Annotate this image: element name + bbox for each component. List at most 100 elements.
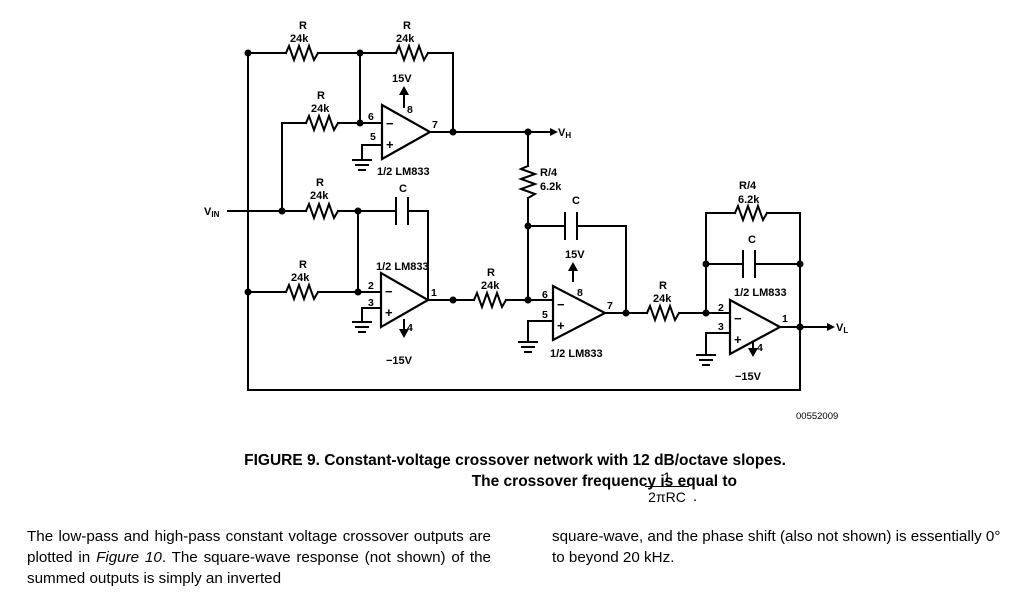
label-r4: R/4 xyxy=(540,167,558,179)
opamp-2-label: 1/2 LM833 xyxy=(376,261,429,273)
opamp-3-label: 1/2 LM833 xyxy=(550,348,603,360)
label-24k: 24k xyxy=(653,293,672,305)
opamp-3-noninv-sign: + xyxy=(557,318,565,333)
label-24k: 24k xyxy=(291,272,310,284)
junction-dot xyxy=(356,49,364,57)
capacitor-3 xyxy=(742,250,756,278)
drawing-code: 00552009 xyxy=(796,411,838,422)
junction-dot xyxy=(702,260,710,268)
label-24k: 24k xyxy=(290,33,309,45)
body-text-right: square-wave, and the phase shift (also n… xyxy=(552,528,1001,566)
opamp-3 xyxy=(551,284,608,342)
label-r: R xyxy=(487,267,495,279)
pin-2: 2 xyxy=(368,280,374,292)
figure-10-reference[interactable]: Figure 10 xyxy=(96,549,162,566)
junction-dot xyxy=(796,260,804,268)
resistor-4 xyxy=(304,201,340,221)
resistor-5 xyxy=(284,282,320,302)
junction-dot xyxy=(796,323,804,331)
label-r: R xyxy=(299,259,307,271)
junction-dot xyxy=(524,296,532,304)
label-r: R xyxy=(403,20,411,32)
junction-dot xyxy=(622,309,630,317)
ground-icon xyxy=(696,354,716,366)
label-r4: R/4 xyxy=(739,180,757,192)
opamp-4-label: 1/2 LM833 xyxy=(734,287,787,299)
junction-dot xyxy=(702,309,710,317)
label-6-2k: 6.2k xyxy=(540,181,562,193)
label-24k: 24k xyxy=(481,280,500,292)
pin-3: 3 xyxy=(368,297,374,309)
opamp-1-label: 1/2 LM833 xyxy=(377,166,430,178)
label-r: R xyxy=(317,90,325,102)
caption-line-2-text: The crossover frequency is equal to xyxy=(471,473,737,490)
resistor-7 xyxy=(645,303,681,323)
junction-dot xyxy=(244,49,252,57)
label-c: C xyxy=(572,195,580,207)
label-6-2k: 6.2k xyxy=(738,194,760,206)
ground-icon xyxy=(352,159,372,171)
pin-4: 4 xyxy=(407,322,413,334)
output-vh-label: VH xyxy=(558,127,571,140)
pin-6: 6 xyxy=(368,111,374,123)
resistor-2 xyxy=(394,43,430,63)
opamp-4-noninv-sign: + xyxy=(734,332,742,347)
pin-7: 7 xyxy=(432,119,438,131)
opamp-3-inv-sign: − xyxy=(557,297,565,312)
pin-6: 6 xyxy=(542,289,548,301)
body-left-part1: The low-pass and high-pass constant volt… xyxy=(27,528,491,566)
junction-dot xyxy=(354,207,362,215)
opamp-2 xyxy=(379,271,431,329)
opamp-1-inv-sign: − xyxy=(386,116,394,131)
formula-numerator: 1 xyxy=(645,468,689,487)
junction-dot xyxy=(354,288,362,296)
pin-4: 4 xyxy=(757,342,763,354)
opamp-2-inv-sign: − xyxy=(385,284,393,299)
pin-7: 7 xyxy=(607,300,613,312)
resistor-r4-feedback xyxy=(733,203,769,223)
supply-pos-label: 15V xyxy=(392,73,412,85)
body-text-left: The low-pass and high-pass constant volt… xyxy=(27,526,491,589)
resistor-3 xyxy=(304,113,340,133)
opamp-4-inv-sign: − xyxy=(734,311,742,326)
crossover-schematic: − + − + − + − + R 24k R 24k R 24k R 24k … xyxy=(204,20,848,422)
ground-icon xyxy=(352,321,372,333)
formula-denominator: 2πRC xyxy=(648,489,686,505)
output-vl-label: VL xyxy=(836,322,848,335)
pin-2: 2 xyxy=(718,302,724,314)
label-24k: 24k xyxy=(310,190,329,202)
arrow-right-icon xyxy=(827,323,835,331)
caption-period: . xyxy=(693,488,698,505)
junction-dot xyxy=(278,207,286,215)
figure-caption-line-1: FIGURE 9. Constant-voltage crossover net… xyxy=(244,452,786,469)
supply-pos-label: 15V xyxy=(565,249,585,261)
capacitor-2 xyxy=(564,212,578,240)
label-c: C xyxy=(748,234,756,246)
capacitor-1 xyxy=(395,197,409,225)
arrow-down-icon xyxy=(399,329,409,338)
arrow-down-icon xyxy=(748,348,758,357)
pin-5: 5 xyxy=(542,309,548,321)
pin-1: 1 xyxy=(431,287,437,299)
resistor-6 xyxy=(472,290,508,310)
label-24k: 24k xyxy=(311,103,330,115)
junction-dot xyxy=(449,128,457,136)
pin-5: 5 xyxy=(370,131,376,143)
junction-dot xyxy=(524,128,532,136)
arrow-up-icon xyxy=(568,262,578,271)
label-r: R xyxy=(316,177,324,189)
pin-1: 1 xyxy=(782,313,788,325)
junction-dot xyxy=(356,119,364,127)
resistor-1 xyxy=(284,43,320,63)
supply-neg-label: −15V xyxy=(386,355,413,367)
label-24k: 24k xyxy=(396,33,415,45)
pin-8: 8 xyxy=(407,104,413,116)
body-left-part2: . The square-wave response (not shown) o… xyxy=(27,549,491,587)
label-r: R xyxy=(659,280,667,292)
junction-dot xyxy=(244,288,252,296)
opamp-1-noninv-sign: + xyxy=(386,137,394,152)
junction-dot xyxy=(449,296,457,304)
pin-3: 3 xyxy=(718,321,724,333)
opamp-2-noninv-sign: + xyxy=(385,305,393,320)
arrow-right-icon xyxy=(550,128,558,136)
